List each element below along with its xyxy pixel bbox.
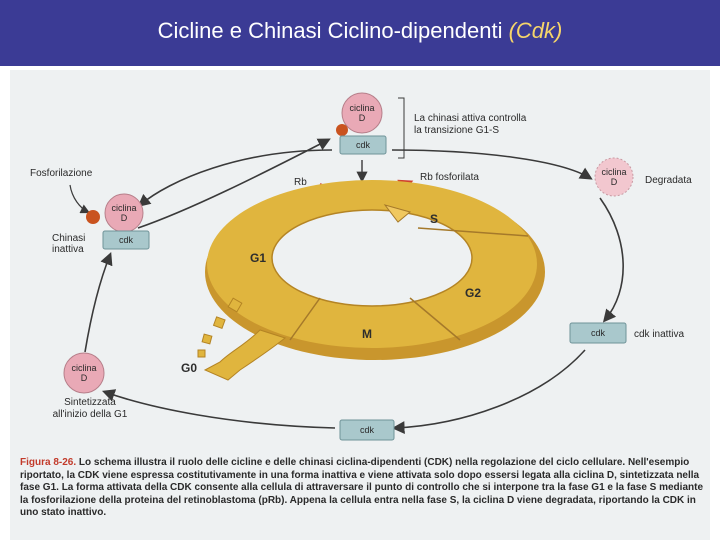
right-cyclin-d (594, 157, 634, 197)
arrow-to-synthesis (101, 389, 336, 429)
phosphate-icon (86, 210, 100, 224)
phase-g0-label: G0 (181, 361, 197, 375)
phase-g1-label: G1 (250, 251, 266, 265)
phase-m-label: M (362, 327, 372, 341)
ring-fragment (197, 349, 206, 358)
bottom-cdk (339, 419, 395, 441)
chinasi-inattiva-line-2: inattiva (52, 244, 84, 255)
arrow-to-active (137, 138, 331, 229)
fosforilazione-label: Fosforilazione (30, 168, 93, 179)
left-cdk (102, 230, 150, 250)
cdk-inattiva-label: cdk inattiva (634, 329, 684, 340)
sintetizzata-line-1: Sintetizzata (64, 397, 116, 408)
ring-arrow-head (383, 204, 412, 223)
top-cdk (339, 135, 387, 155)
rb-phos-label: Rb fosforilata (420, 172, 479, 183)
top-cdk-label: cdk (356, 140, 371, 150)
sintetizzata-line-2: all'inizio della G1 (53, 409, 128, 420)
ring-divider-g2-m (409, 297, 461, 341)
bottom-cyclin-d (63, 352, 105, 394)
top-note-line-2: la transizione G1-S (414, 125, 499, 136)
ring-divider-s-g2 (417, 227, 529, 237)
bracket (398, 97, 405, 159)
arrow-to-degradation (391, 149, 593, 180)
caption-figure-number: Figura 8-26. (20, 457, 77, 468)
arrow-to-cdk-inactive (599, 197, 624, 323)
ring-fragment (201, 333, 213, 345)
phase-g2-label: G2 (465, 286, 481, 300)
phosphate-icon (336, 124, 348, 136)
top-cyclin-d (341, 92, 383, 134)
title-main: Cicline e Chinasi Ciclino-dipendenti (157, 18, 509, 43)
rb-label: Rb (294, 177, 307, 188)
right-cdk-label: cdk (591, 328, 606, 338)
chinasi-inattiva-line-1: Chinasi (52, 233, 85, 244)
title-abbr: (Cdk) (508, 18, 563, 43)
ring-fragment (227, 297, 243, 313)
left-cdk-label: cdk (119, 235, 134, 245)
figure-caption: Figura 8-26. Lo schema illustra il ruolo… (20, 457, 710, 520)
cycle-ring-hole (271, 209, 473, 307)
page-title: Cicline e Chinasi Ciclino-dipendenti (Cd… (0, 18, 720, 44)
g0-exit-arrow (203, 329, 287, 381)
arrow-to-complex (84, 252, 113, 353)
top-note-line-1: La chinasi attiva controlla (414, 113, 527, 124)
caption-text: Lo schema illustra il ruolo delle ciclin… (20, 457, 704, 519)
phase-s-label: S (430, 212, 438, 226)
arrow-to-bottom-cdk (391, 349, 586, 434)
ring-fragment (212, 316, 226, 330)
arrow-fosforilazione (69, 184, 91, 214)
right-cdk (569, 322, 627, 344)
bottom-cdk-label: cdk (360, 425, 375, 435)
ring-divider-m-g1 (289, 297, 321, 341)
title-bar: Cicline e Chinasi Ciclino-dipendenti (Cd… (0, 0, 720, 66)
arrow-to-inactive (137, 149, 333, 208)
degradata-label: Degradata (645, 175, 692, 186)
